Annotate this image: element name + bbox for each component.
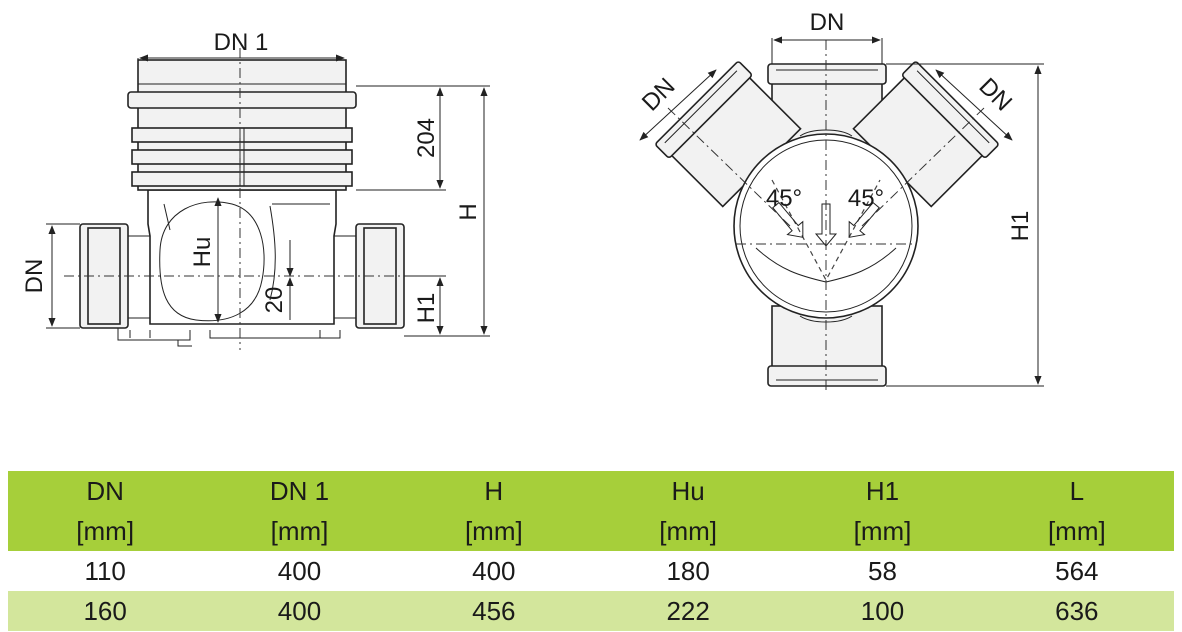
bottom-outlet-pipe xyxy=(767,305,887,387)
unit-h: [mm] xyxy=(396,511,591,551)
cell-l: 636 xyxy=(979,591,1174,631)
flow-arrow-right xyxy=(848,201,880,238)
flow-channel xyxy=(159,201,330,322)
header-h: H xyxy=(396,471,591,511)
flow-arrow-left xyxy=(772,201,804,238)
cell-h: 400 xyxy=(396,551,591,591)
h1-side-dimension-label: H1 xyxy=(413,293,440,324)
header-dn1: DN 1 xyxy=(202,471,397,511)
cell-h: 456 xyxy=(396,591,591,631)
cell-hu: 180 xyxy=(590,551,786,591)
dimension-20-label: 20 xyxy=(261,287,288,314)
dn-side-dimension-label: DN xyxy=(21,259,48,294)
cell-hu: 222 xyxy=(590,591,786,631)
cell-dn1: 400 xyxy=(202,551,397,591)
top-view: 45° 45° DN DN DN H1 xyxy=(637,9,1044,392)
unit-dn: [mm] xyxy=(8,511,203,551)
dimensions-table: DN DN 1 H Hu H1 L [mm] [mm] [mm] [mm] [m… xyxy=(8,471,1174,631)
cell-l: 564 xyxy=(979,551,1174,591)
cell-h1: 100 xyxy=(785,591,980,631)
side-view: DN 1 204 H DN Hu 20 H1 xyxy=(21,29,490,350)
technical-drawing: DN 1 204 H DN Hu 20 H1 xyxy=(21,9,1044,392)
table-row: 160 400 456 222 100 636 xyxy=(8,591,1174,631)
angle-right-label: 45° xyxy=(848,185,884,212)
hu-dimension-label: Hu xyxy=(189,237,216,268)
cell-dn: 110 xyxy=(8,551,203,591)
riser-shaft xyxy=(127,59,357,191)
flow-arrow-center xyxy=(814,203,838,247)
header-h1: H1 xyxy=(785,471,980,511)
unit-l: [mm] xyxy=(979,511,1174,551)
h-dimension-label: H xyxy=(455,203,482,220)
table-units-row: [mm] [mm] [mm] [mm] [mm] [mm] xyxy=(8,511,1174,551)
unit-hu: [mm] xyxy=(590,511,786,551)
table-row: 110 400 400 180 58 564 xyxy=(8,551,1174,591)
dn-left-dimension-label: DN xyxy=(637,73,681,117)
unit-h1: [mm] xyxy=(785,511,980,551)
unit-dn1: [mm] xyxy=(202,511,397,551)
header-dn: DN xyxy=(8,471,203,511)
base-feet xyxy=(117,328,341,347)
cell-h1: 58 xyxy=(785,551,980,591)
header-l: L xyxy=(979,471,1174,511)
chamber-body xyxy=(147,189,337,325)
dn-top-dimension-label: DN xyxy=(810,9,845,36)
header-hu: Hu xyxy=(590,471,786,511)
cell-dn1: 400 xyxy=(202,591,397,631)
angle-left-label: 45° xyxy=(766,185,802,212)
dimension-204-label: 204 xyxy=(413,118,440,158)
h1-top-dimension-label: H1 xyxy=(1007,211,1034,242)
dn1-dimension-label: DN 1 xyxy=(214,29,269,56)
cell-dn: 160 xyxy=(8,591,203,631)
table-header-row: DN DN 1 H Hu H1 L xyxy=(8,471,1174,511)
